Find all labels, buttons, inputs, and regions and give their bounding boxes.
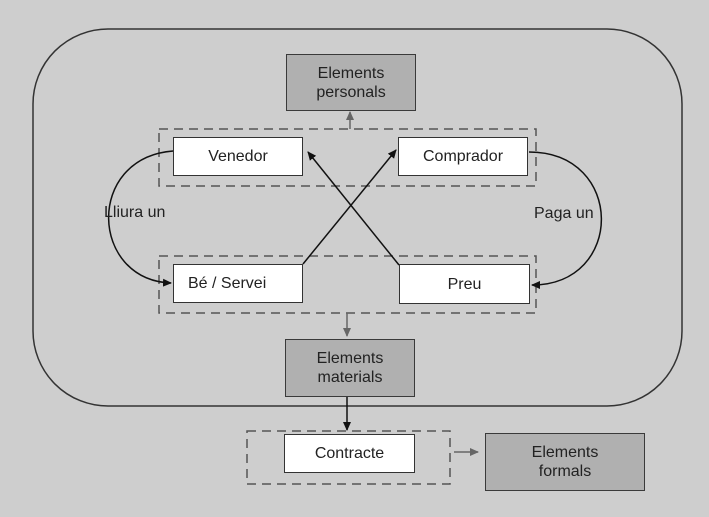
node-contract: Contracte [284,434,415,473]
arrow-buyer-pays [528,151,603,289]
edge-label-delivers: Lliura un [104,204,166,221]
arrow-seller-delivers [107,150,174,287]
node-seller-label: Venedor [208,148,268,165]
node-material-elements-label: Elements materials [316,350,384,386]
contract-group-dashed [246,430,451,485]
personal-group-dashed [158,128,537,187]
node-price-label: Preu [447,275,482,293]
arrow-price-to-seller [307,151,400,266]
outer-boundary [32,28,683,407]
arrow-good-to-buyer [302,149,397,265]
node-personal-elements: Elements personals [286,54,416,111]
node-personal-elements-label: Elements personals [316,64,386,101]
node-good-service: Bé / Servei [173,264,303,303]
node-contract-label: Contracte [314,445,385,462]
node-price: Preu [399,264,530,304]
node-buyer-label: Comprador [422,148,504,165]
node-formal-elements: Elements formals [485,433,645,491]
node-buyer: Comprador [398,137,528,176]
node-formal-elements-label: Elements formals [531,444,599,480]
node-seller: Venedor [173,137,303,176]
edge-label-pays: Paga un [534,205,594,222]
node-material-elements: Elements materials [285,339,415,397]
node-good-service-label: Bé / Servei [188,275,267,292]
